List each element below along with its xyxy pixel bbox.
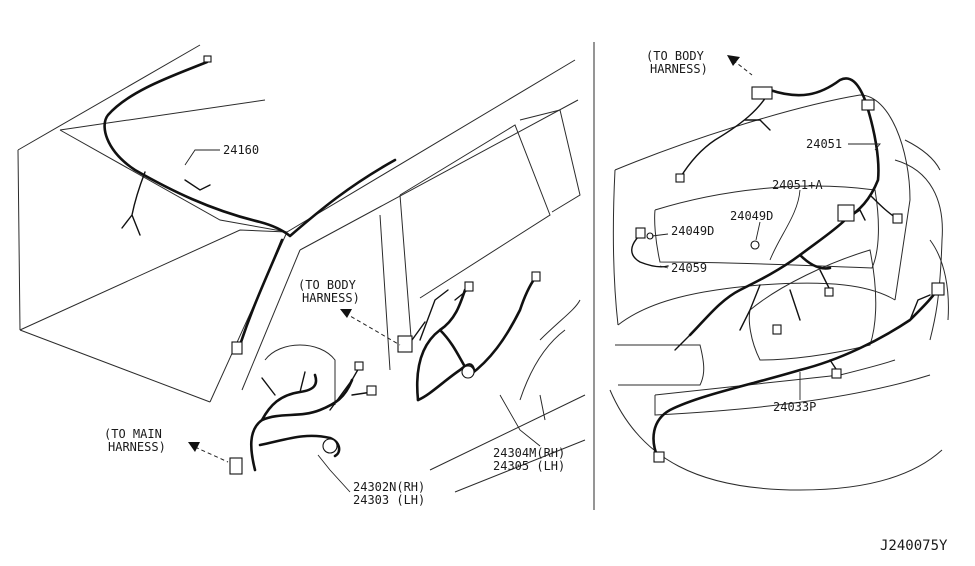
connector [366, 385, 377, 396]
leader-24051a [769, 189, 801, 261]
connector [531, 271, 541, 282]
connector [831, 368, 842, 379]
note-to-body-right-1: (TO BODY [646, 49, 705, 63]
left-vehicle-body [17, 44, 586, 493]
right-vehicle-body [609, 94, 949, 491]
connector [837, 204, 855, 222]
label-24059: 24059 [671, 261, 707, 275]
leader-24059 [659, 265, 669, 269]
leader-24049d-b [755, 221, 761, 241]
connector [635, 227, 646, 239]
label-24303-lh: 24303 (LH) [353, 493, 425, 507]
connector [464, 281, 474, 292]
label-24051: 24051 [806, 137, 842, 151]
label-24302-rh: 24302N(RH) [353, 480, 425, 494]
note-to-body-left-2: HARNESS) [302, 291, 360, 305]
leader-24302 [317, 454, 351, 493]
connector [354, 361, 364, 371]
label-24033p: 24033P [773, 400, 816, 414]
note-to-body-right-2: HARNESS) [650, 62, 708, 76]
connector [931, 282, 945, 296]
arrow-line-to-main [194, 446, 229, 463]
arrow-head-to-body [340, 309, 352, 318]
connector [397, 335, 413, 353]
label-24160: 24160 [223, 143, 259, 157]
connector [892, 213, 903, 224]
connector [751, 86, 773, 100]
connector [229, 457, 243, 475]
note-to-main-1: (TO MAIN [104, 427, 162, 441]
arrow-head-to-body-right [727, 55, 740, 66]
diagram-id: J240075Y [880, 538, 948, 554]
note-to-main-2: HARNESS) [108, 440, 166, 454]
connector [231, 341, 243, 355]
harness-24059 [631, 227, 760, 268]
connector [203, 55, 212, 63]
leader-24051 [848, 143, 881, 151]
connector [772, 324, 782, 335]
grommet [461, 365, 475, 379]
grommet [322, 438, 338, 454]
connector [824, 287, 834, 297]
leader-24160 [184, 149, 220, 166]
label-24049d-b: 24049D [730, 209, 773, 223]
connector [861, 99, 875, 111]
leader-24304 [499, 394, 541, 447]
label-24049d-a: 24049D [671, 224, 714, 238]
label-24051a: 24051+A [772, 178, 823, 192]
harness-24033p [652, 282, 945, 463]
leader-24049d-a [651, 233, 669, 237]
connector [653, 451, 665, 463]
harness-24302-24303 [229, 361, 377, 475]
clip [750, 240, 760, 250]
harness-24304-24305 [397, 271, 541, 402]
harness-24160 [103, 55, 397, 355]
arrow-head-to-main [188, 442, 200, 452]
harness-24051 [674, 77, 903, 351]
connector [675, 173, 685, 183]
label-24305-lh: 24305 (LH) [493, 459, 565, 473]
label-24304-rh: 24304M(RH) [493, 446, 565, 460]
arrow-line-to-body [344, 312, 401, 346]
note-to-body-left-1: (TO BODY [298, 278, 357, 292]
